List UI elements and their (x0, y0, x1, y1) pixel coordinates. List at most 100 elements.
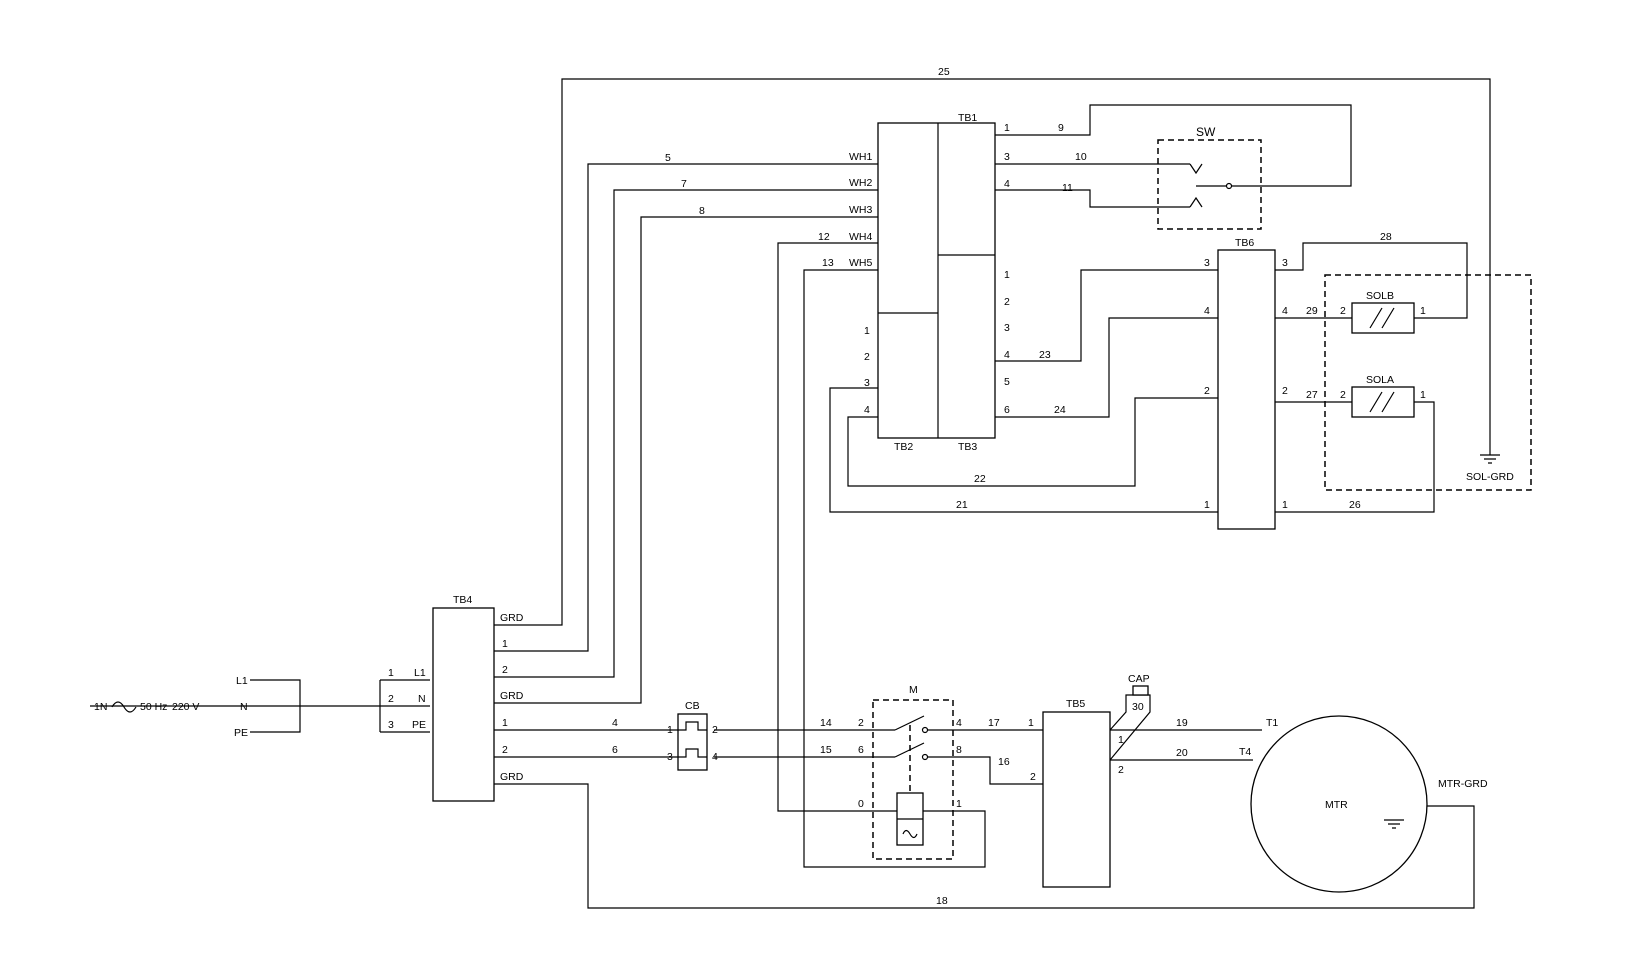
solb-name: SOLB (1366, 290, 1394, 302)
wire-11 (995, 189, 1190, 208)
tb4-box (432, 607, 495, 802)
tb1-term-3: 3 (1004, 151, 1010, 163)
tb-block-frame (877, 122, 996, 439)
wire-16 (945, 756, 1043, 785)
tb4-out-1b: 1 (502, 717, 508, 729)
sola-name: SOLA (1366, 374, 1394, 386)
coil-icon (897, 818, 923, 839)
wire-21 (829, 387, 1218, 513)
wire-label-27: 27 (1306, 389, 1318, 401)
sw-name: SW (1196, 125, 1216, 139)
wire-label-28: 28 (1380, 231, 1392, 243)
tb3-term-5: 5 (1004, 376, 1010, 388)
tb4-in-n: N (418, 693, 426, 705)
m-name: M (909, 684, 918, 696)
wh3-label: WH3 (849, 204, 872, 216)
supply-freq: 50 Hz (140, 701, 167, 713)
tb6-name: TB6 (1235, 237, 1254, 249)
tb4-in-pe: PE (412, 719, 426, 731)
tb6: TB6 3 4 2 1 3 4 2 1 (1204, 237, 1288, 530)
cap-wire: 30 (1132, 701, 1144, 713)
m-term-4: 4 (956, 717, 962, 729)
tb3-term-2: 2 (1004, 296, 1010, 308)
tb4-in-2: 2 (388, 693, 394, 705)
wire-9 (995, 104, 1352, 187)
tb6-box (1217, 249, 1276, 530)
solb-box (1351, 302, 1415, 334)
wire-label-17: 17 (988, 717, 1000, 729)
cap-name: CAP (1128, 673, 1150, 685)
motor: MTR T1 T4 MTR-GRD (1239, 715, 1488, 893)
supply-label: 1N (94, 701, 107, 713)
contact-outputs (927, 729, 945, 758)
solb-coil-icon (1369, 307, 1395, 329)
motor-ground-icon (1384, 819, 1404, 829)
tb4-out-grd2: GRD (500, 690, 524, 702)
supply: 1N 50 Hz 220 V L1 N PE (94, 675, 248, 739)
tb2-term-4: 4 (864, 404, 870, 416)
wire-label-16: 16 (998, 756, 1010, 768)
contact-dot-1 (921, 726, 929, 734)
wire-label-8: 8 (699, 205, 705, 217)
switch-pivot-icon (1225, 182, 1233, 190)
mtr-grd: MTR-GRD (1438, 778, 1488, 790)
solenoids: SOLB 2 1 SOLA 2 1 SOL-GRD (1324, 274, 1532, 491)
line-l1: L1 (236, 675, 248, 687)
wire-13 (803, 269, 986, 868)
cb-name: CB (685, 700, 700, 712)
tb3-term-4: 4 (1004, 349, 1010, 361)
tb3-name: TB3 (958, 441, 977, 453)
wire-label-15: 15 (820, 744, 832, 756)
sola-coil-icon (1369, 391, 1395, 413)
tb1-term-1: 1 (1004, 122, 1010, 134)
wire-label-13: 13 (822, 257, 834, 269)
switch-contact-icon (1189, 163, 1226, 208)
tb4-out-grd: GRD (500, 612, 524, 624)
wire-12 (777, 242, 955, 812)
wire-28 (1275, 242, 1468, 319)
tb6-right-3: 3 (1282, 257, 1288, 269)
wire-label-11: 11 (1062, 182, 1073, 194)
wire-label-4: 4 (612, 717, 618, 729)
line-pe: PE (234, 727, 248, 739)
wire-label-9: 9 (1058, 122, 1064, 134)
m-boundary (872, 699, 954, 860)
wire-label-5: 5 (665, 152, 671, 164)
sola-term-2: 2 (1340, 389, 1346, 401)
tb2-name: TB2 (894, 441, 913, 453)
tb6-right-4: 4 (1282, 305, 1288, 317)
tb6-right-1: 1 (1282, 499, 1288, 511)
mtr-term-t1: T1 (1266, 717, 1278, 729)
supply-volt: 220 V (172, 701, 199, 713)
wire-label-26: 26 (1349, 499, 1361, 511)
cb-term-2: 2 (712, 724, 718, 736)
tb6-left-1: 1 (1204, 499, 1210, 511)
sol-grd-label: SOL-GRD (1466, 471, 1514, 483)
wire-label-7: 7 (681, 178, 687, 190)
cb-box (677, 713, 708, 771)
solb-term-2: 2 (1340, 305, 1346, 317)
wire-label-10: 10 (1075, 151, 1087, 163)
wire-24 (995, 317, 1218, 418)
tb3-term-6: 6 (1004, 404, 1010, 416)
tb4-out-1a: 1 (502, 638, 508, 650)
wire-label-20: 20 (1176, 747, 1188, 759)
mtr-name: MTR (1325, 799, 1348, 811)
tb4-in-l1: L1 (414, 667, 426, 679)
wire-label-29: 29 (1306, 305, 1318, 317)
wire-23 (995, 269, 1218, 362)
wire-label-25: 25 (938, 66, 950, 78)
wire-label-6: 6 (612, 744, 618, 756)
tb4-name: TB4 (453, 594, 472, 606)
cb: CB 1 2 3 4 (667, 700, 718, 771)
wire-label-21: 21 (956, 499, 968, 511)
wire-label-18: 18 (936, 895, 948, 907)
wire-22 (847, 397, 1218, 487)
wire-label-22: 22 (974, 473, 986, 485)
wires (90, 78, 1491, 909)
tb3-term-3: 3 (1004, 322, 1010, 334)
sola-term-1: 1 (1420, 389, 1426, 401)
tb5-out-2: 2 (1118, 764, 1124, 776)
breaker-icon (678, 721, 707, 758)
